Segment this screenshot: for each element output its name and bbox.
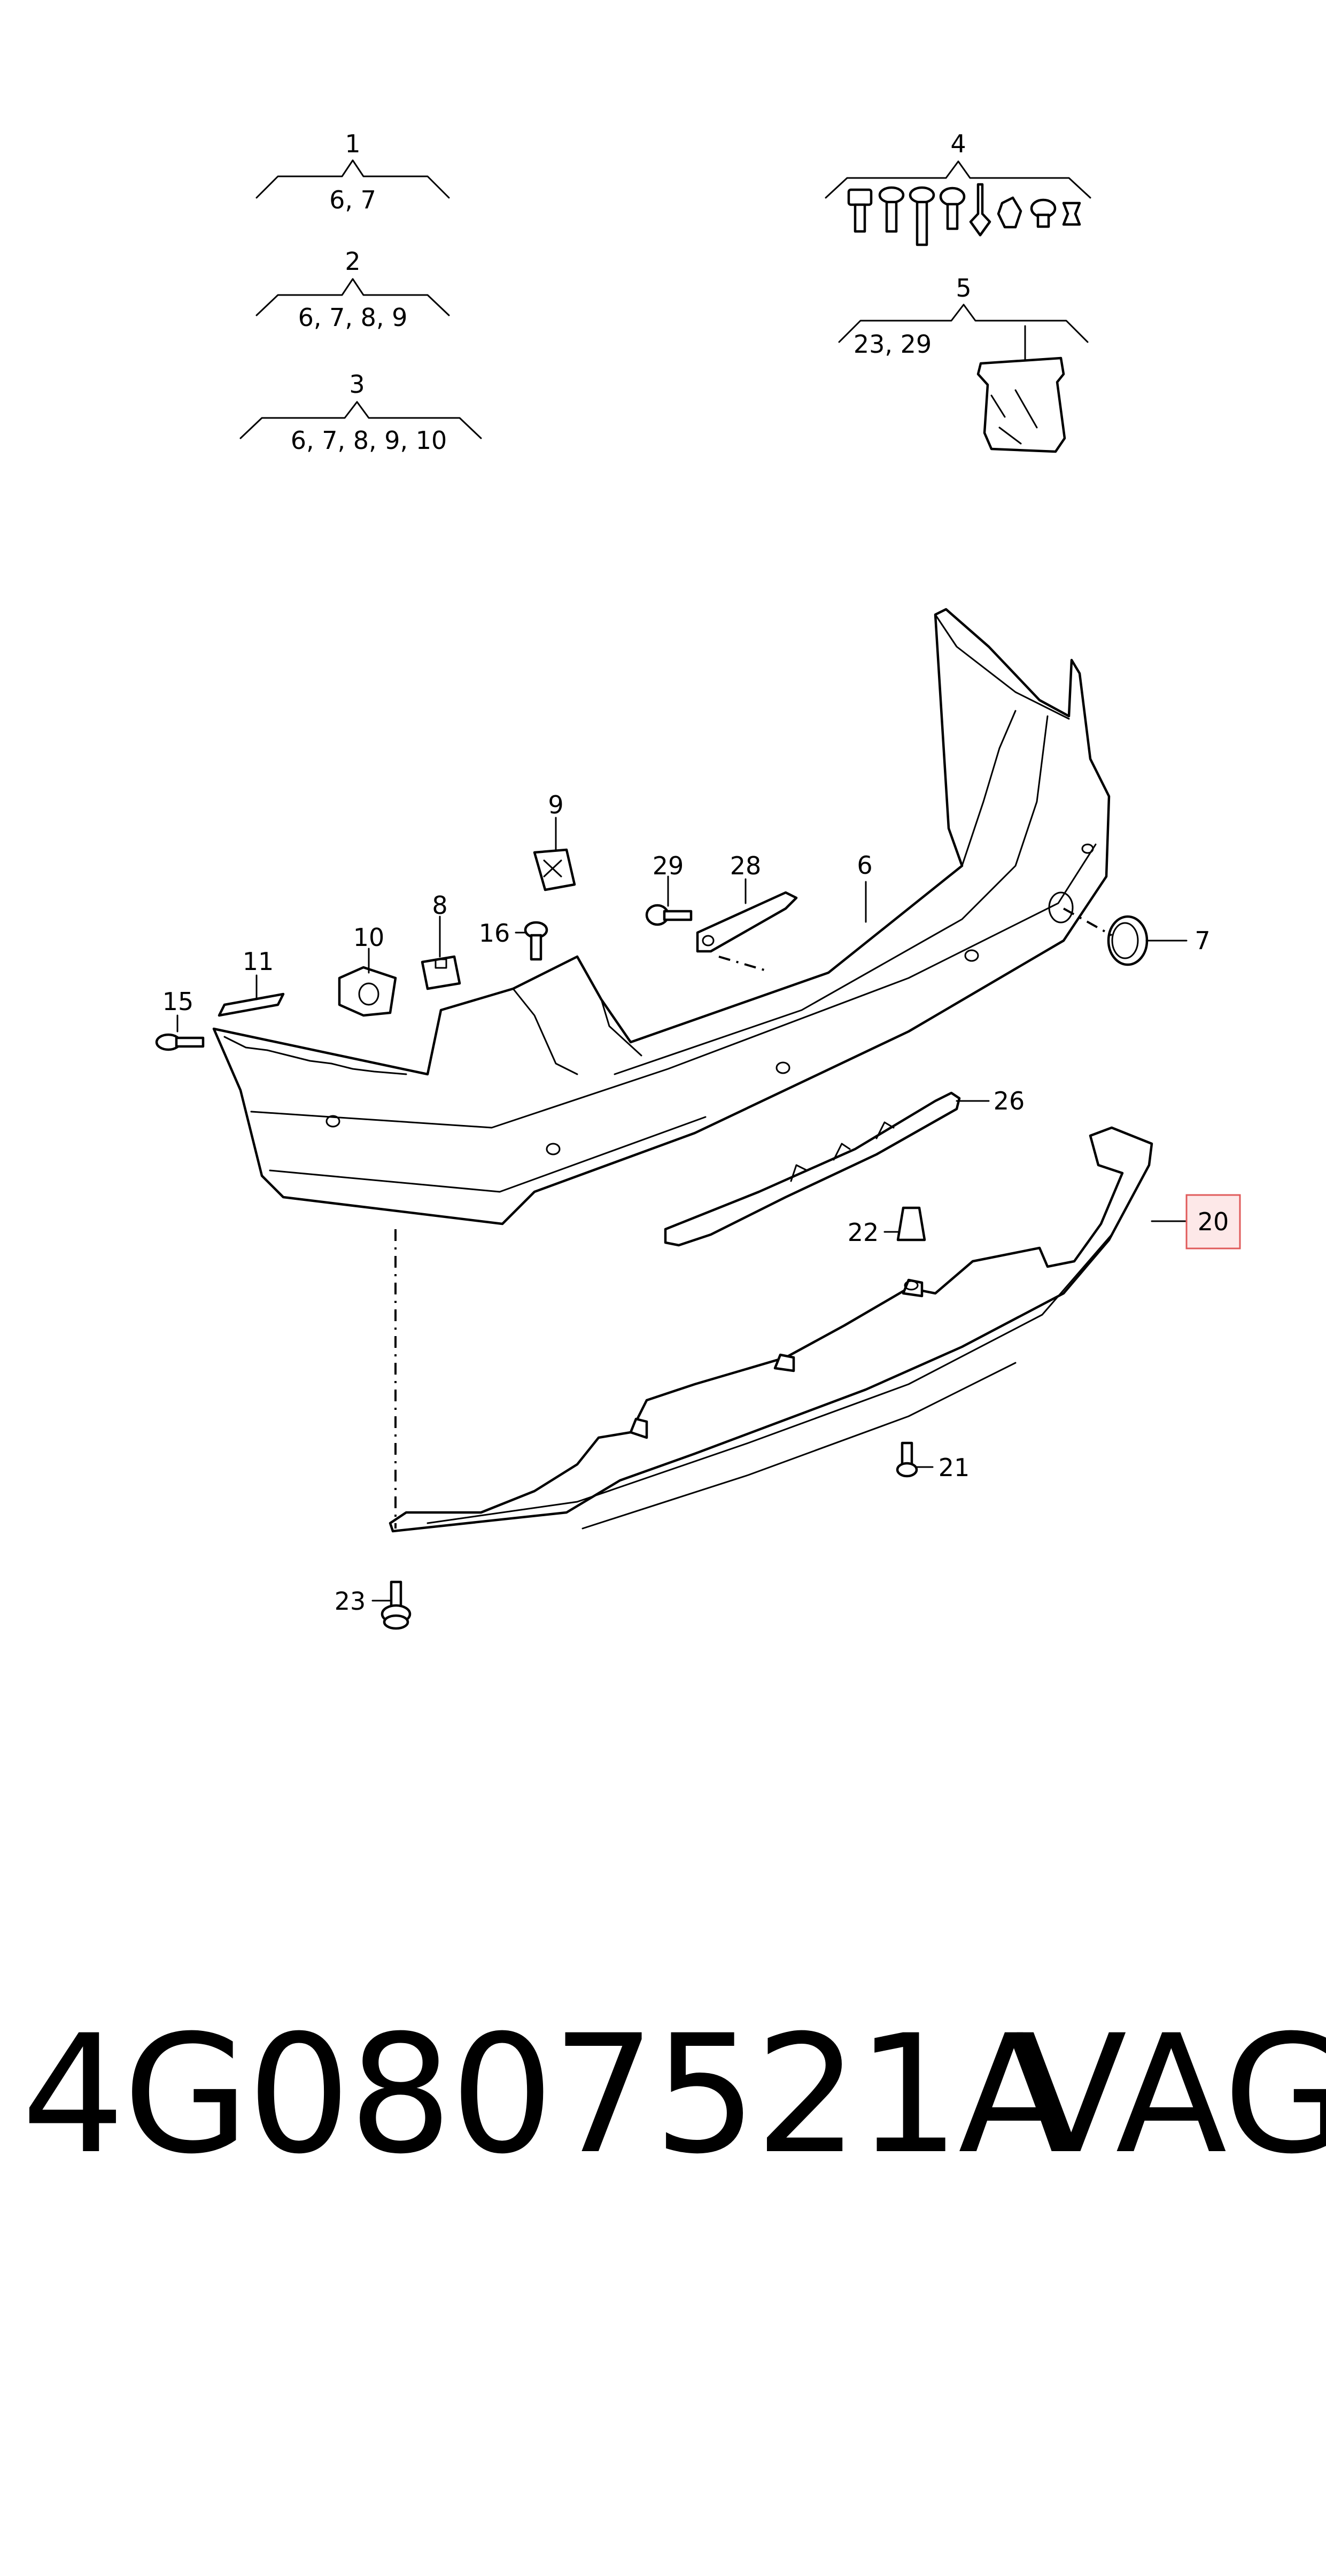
group-2-parts: 6, 7, 8, 9	[298, 303, 408, 332]
leader-lines	[176, 817, 1188, 1602]
callout-9: 9	[548, 790, 563, 819]
sticker-11	[218, 992, 285, 1017]
screw-15	[155, 1033, 205, 1051]
callout-20-highlight: 20	[1185, 1194, 1241, 1250]
group-4-number: 4	[950, 129, 966, 158]
group-1-bracket: 1 6, 7	[255, 129, 450, 214]
callout-16: 16	[479, 919, 510, 948]
group-1-parts: 6, 7	[329, 185, 376, 214]
callout-21: 21	[939, 1453, 970, 1482]
screw-16	[524, 921, 548, 961]
callout-20: 20	[1198, 1207, 1229, 1236]
group-5-bracket: 5 23, 29	[838, 274, 1089, 453]
screw-23	[381, 1580, 412, 1630]
parts-diagram: 1 6, 7 2 6, 7, 8, 9 3 6, 7, 8, 9, 10 4	[155, 129, 1241, 1630]
footer: 4G0807521A VAG	[0, 1999, 1326, 2191]
group-3-parts: 6, 7, 8, 9, 10	[291, 426, 447, 455]
clip-22	[896, 1206, 926, 1291]
callout-7: 7	[1195, 926, 1210, 955]
group-4-bracket: 4	[825, 129, 1091, 246]
callout-29: 29	[653, 851, 684, 880]
callout-6: 6	[857, 851, 872, 880]
screw-21	[896, 1441, 918, 1478]
brand-name: VAG	[1015, 2000, 1326, 2190]
cap-7	[1107, 915, 1149, 966]
screw-29	[645, 904, 693, 926]
group-1-number: 1	[345, 129, 360, 158]
callout-15: 15	[162, 987, 194, 1016]
callout-26: 26	[994, 1087, 1025, 1115]
bracket-26	[664, 1091, 961, 1247]
group-5-number: 5	[956, 274, 971, 302]
group-5-parts: 23, 29	[854, 330, 932, 359]
group-3-bracket: 3 6, 7, 8, 9, 10	[239, 370, 482, 455]
bracket-10	[338, 966, 397, 1017]
callout-11: 11	[243, 947, 274, 976]
group-2-bracket: 2 6, 7, 8, 9	[255, 247, 450, 332]
clip-9	[533, 848, 576, 891]
callout-8: 8	[432, 891, 447, 920]
callout-22: 22	[848, 1218, 879, 1247]
callout-28: 28	[730, 851, 762, 880]
part-number: 4G0807521A	[21, 2000, 1069, 2190]
callout-23: 23	[335, 1587, 366, 1616]
clip-8	[421, 955, 461, 990]
callout-10: 10	[353, 923, 385, 952]
bracket-28	[696, 891, 798, 953]
group-2-number: 2	[345, 247, 360, 276]
hardware-kit-icon	[847, 183, 1081, 246]
bag-icon	[976, 356, 1066, 453]
bumper-cover	[212, 608, 1111, 1225]
group-3-number: 3	[349, 370, 365, 399]
